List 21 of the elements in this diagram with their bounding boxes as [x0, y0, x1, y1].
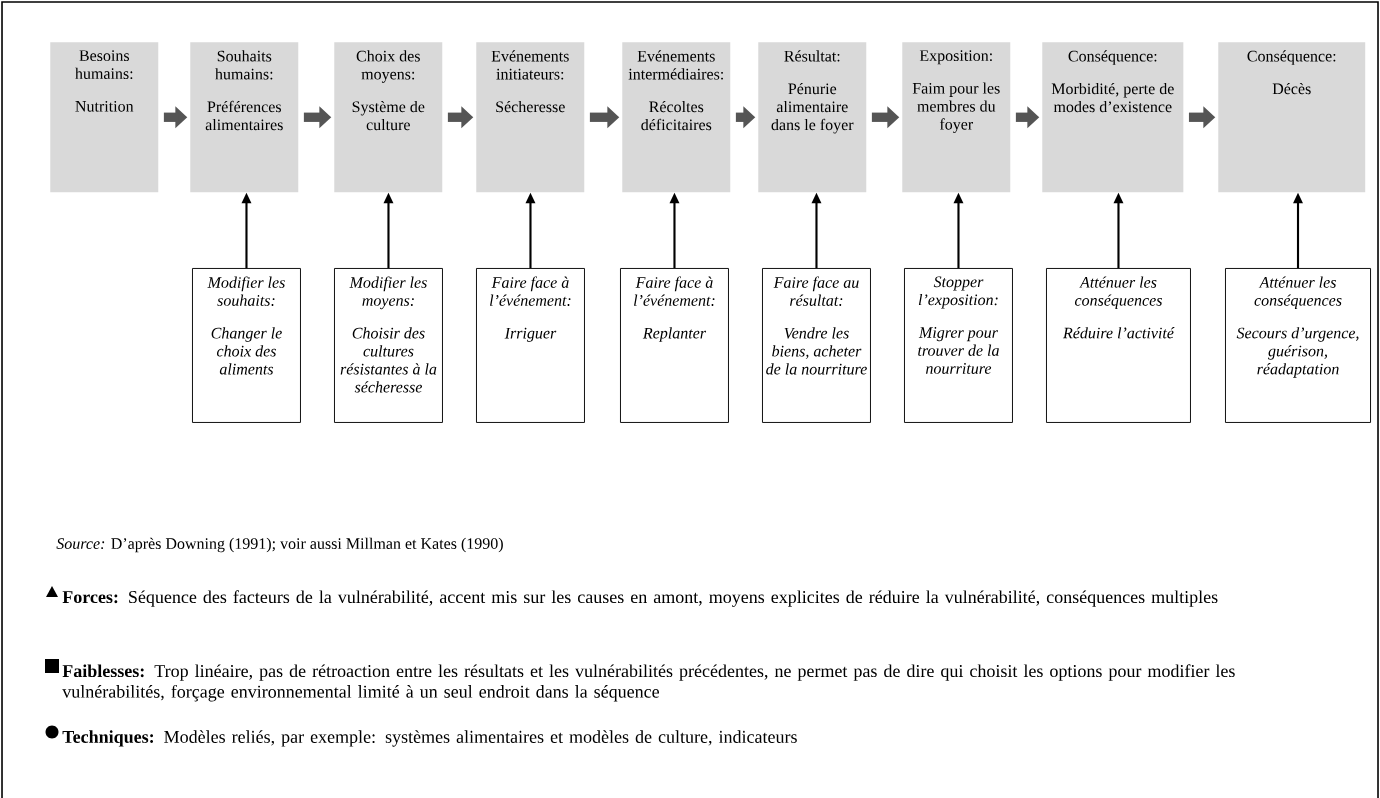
intervention-box: Stopper l’exposition: Migrer pour trouver de la nourriture: [904, 268, 1013, 423]
intervention-box: Atténuer les conséquences Secours d’urgence, guérison, réadaptation: [1225, 268, 1371, 423]
intervention-box: Faire face à l’événement: Replanter: [620, 268, 729, 423]
stage-box: Evénements intermédiaires: Récoltes déficitaires: [622, 42, 731, 193]
stage-box: Souhaits humains: Préférences alimentaires: [190, 42, 299, 193]
intervention-box: Modifier les moyens: Choisir des cultures résistantes à la sécheresse: [334, 268, 443, 423]
intervention-box: Atténuer les conséquences Réduire l’activité: [1046, 268, 1191, 423]
source-note: Source: D’après Downing (1991); voir aussi Millman et Kates (1990): [56, 537, 503, 553]
stage-box: Conséquence: Morbidité, perte de modes d’existence: [1042, 42, 1184, 193]
intervention-box: Modifier les souhaits: Changer le choix des aliments: [192, 268, 301, 423]
intervention-box: Faire face à l’événement: Irriguer: [476, 268, 585, 423]
stage-box: Conséquence: Décès: [1218, 42, 1366, 193]
stage-box: Choix des moyens: Système de culture: [334, 42, 443, 193]
bullet-text: Techniques: Modèles reliés, par exemple: systèmes alimentaires et modèles de culture, indicateurs: [62, 730, 797, 747]
stage-box: Exposition: Faim pour les membres du foyer: [902, 42, 1011, 193]
bullet-text: Forces: Séquence des facteurs de la vulnérabilité, accent mis sur les causes en amont, moyens explicites de réduire la vulnérabilité, conséquences multiples: [62, 590, 1218, 607]
intervention-box: Faire face au résultat: Vendre les biens, acheter de la nourriture: [762, 268, 871, 423]
stage-box: Résultat: Pénurie alimentaire dans le foyer: [758, 42, 867, 193]
bullet-text: Faiblesses: Trop linéaire, pas de rétroaction entre les résultats et les vulnérabilités précédentes, ne permet pas de dire qui choisit les options pour modifier les vulnérabilités, forçage environnemental limité à un seul endroit dans la séquence: [62, 664, 1235, 702]
stage-box: Evénements initiateurs: Sécheresse: [476, 42, 585, 193]
stage-box: Besoins humains: Nutrition: [50, 42, 159, 193]
